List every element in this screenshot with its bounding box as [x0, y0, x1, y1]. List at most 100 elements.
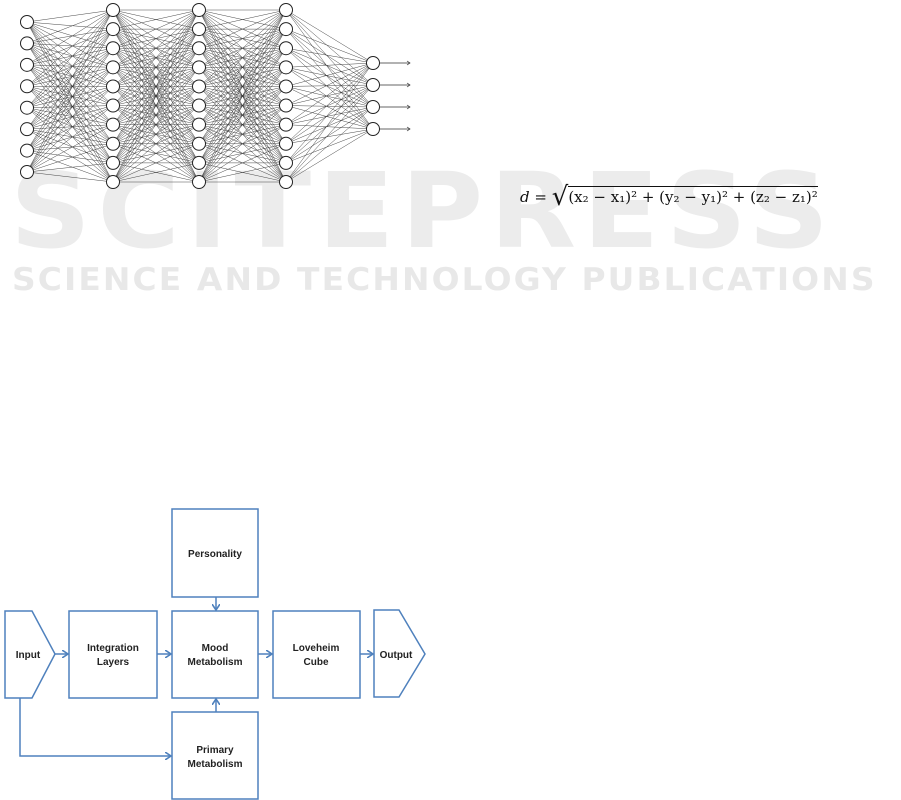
- connection: [112, 9, 200, 68]
- connection: [26, 86, 114, 130]
- arrow-head-icon: [406, 60, 411, 66]
- connection: [26, 48, 114, 130]
- connection: [112, 29, 200, 183]
- connection: [26, 21, 114, 144]
- connection: [26, 21, 114, 30]
- neuron: [279, 155, 293, 170]
- integration-box: [68, 610, 158, 699]
- connection: [26, 124, 114, 173]
- neuron: [279, 3, 293, 17]
- connection: [26, 28, 114, 173]
- neuron: [366, 122, 380, 136]
- connection: [26, 28, 114, 151]
- connection: [26, 143, 114, 151]
- connection: [112, 124, 200, 183]
- connection: [285, 62, 374, 164]
- connection: [26, 150, 114, 183]
- loveheim-label-1: Loveheim: [293, 643, 340, 654]
- connection: [285, 62, 374, 68]
- neuron: [279, 175, 293, 189]
- connection: [285, 9, 374, 86]
- connection: [198, 9, 287, 68]
- neuron: [20, 122, 34, 137]
- neuron: [20, 165, 34, 179]
- connection: [285, 86, 374, 130]
- watermark-sub: SCIENCE AND TECHNOLOGY PUBLICATIONS: [12, 262, 877, 298]
- connection: [26, 21, 114, 125]
- formula-rhs: (x₂ − x₁)² + (y₂ − y₁)² + (z₂ − z₁)²: [568, 186, 818, 206]
- connection: [26, 107, 114, 125]
- connection: [26, 128, 114, 164]
- connection: [26, 124, 114, 130]
- connection: [26, 86, 114, 144]
- neuron: [106, 155, 120, 170]
- connection: [26, 67, 114, 87]
- neuron: [20, 143, 34, 158]
- mood-box: [171, 610, 259, 699]
- neuron: [106, 98, 120, 113]
- connection: [26, 48, 114, 173]
- connection: [198, 9, 287, 125]
- connection: [198, 143, 287, 183]
- connection: [112, 9, 200, 30]
- connection: [198, 9, 287, 183]
- connection: [26, 105, 114, 151]
- input-label: Input: [16, 650, 41, 661]
- connection: [112, 162, 200, 183]
- connection: [198, 124, 287, 183]
- connection: [112, 105, 200, 183]
- neuron: [106, 60, 120, 75]
- connection: [26, 105, 114, 108]
- connection: [285, 28, 374, 64]
- connection: [26, 64, 114, 87]
- connection: [26, 162, 114, 173]
- neuron: [192, 41, 206, 56]
- connection: [26, 143, 114, 173]
- arrow-input-primary: [19, 698, 171, 756]
- connection: [285, 9, 374, 130]
- connection: [112, 9, 200, 144]
- loveheim-box: [272, 610, 361, 699]
- connection: [198, 9, 287, 30]
- connection: [26, 64, 114, 106]
- neuron: [20, 15, 34, 29]
- neuron: [279, 22, 293, 37]
- connection: [285, 128, 374, 164]
- connection: [26, 48, 114, 87]
- connection: [26, 107, 114, 183]
- connection: [285, 84, 374, 183]
- neuron: [192, 98, 206, 113]
- neuron: [192, 175, 206, 189]
- connection: [285, 84, 374, 106]
- connection: [26, 107, 114, 164]
- neuron: [279, 98, 293, 113]
- connection: [198, 162, 287, 183]
- neuron: [106, 117, 120, 132]
- connection: [26, 43, 114, 144]
- connection: [26, 64, 114, 183]
- connection: [26, 9, 114, 151]
- connection: [285, 84, 374, 164]
- connection: [198, 9, 287, 144]
- connection: [285, 62, 374, 106]
- connection: [26, 9, 114, 173]
- connection: [26, 86, 114, 106]
- connection: [285, 62, 374, 144]
- connection: [26, 43, 114, 183]
- neuron: [279, 117, 293, 132]
- connection: [285, 28, 374, 108]
- neuron: [106, 3, 120, 17]
- connection: [285, 28, 374, 130]
- connection: [285, 106, 374, 125]
- connection: [112, 143, 200, 183]
- neuron: [192, 22, 206, 37]
- connection: [26, 28, 114, 44]
- connection: [285, 48, 374, 86]
- connection: [112, 9, 200, 163]
- primary-box: [171, 711, 259, 800]
- connection: [285, 62, 374, 125]
- flow-diagram: Input Integration Layers Personality Moo…: [4, 508, 426, 800]
- connection: [26, 43, 114, 106]
- connection: [26, 171, 114, 183]
- neuron: [106, 41, 120, 56]
